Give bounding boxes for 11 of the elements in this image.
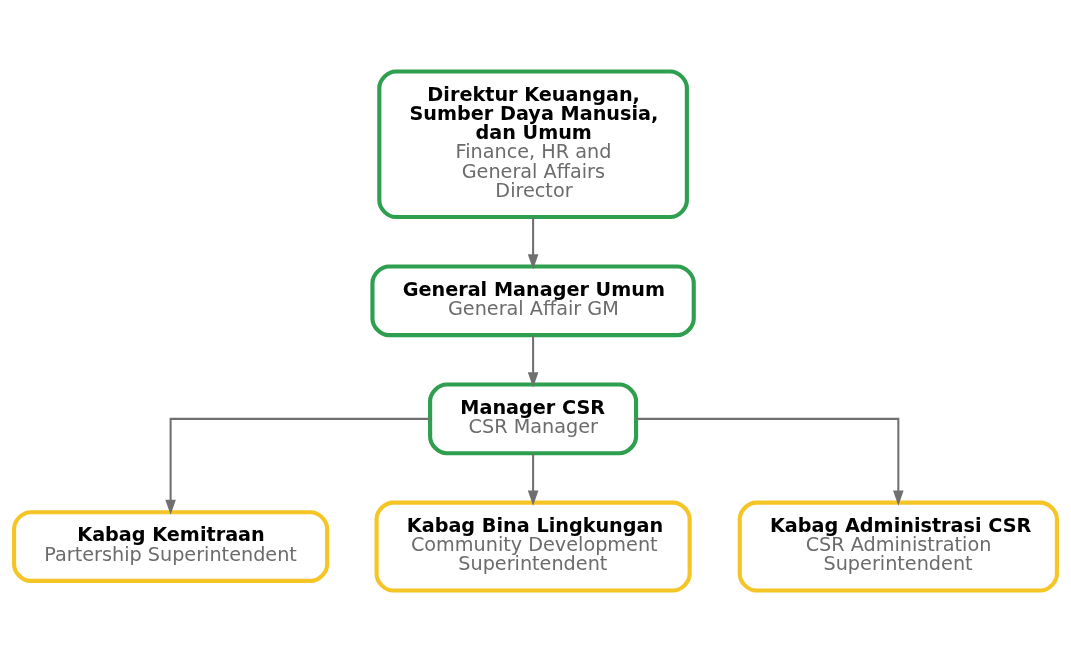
node-box: Direktur Keuangan, Sumber Daya Manusia, dan Umum Finance, HR and General Affairs Director xyxy=(377,69,689,220)
node-box: Kabag Administrasi CSR CSR Administration Superintendent xyxy=(737,500,1059,593)
node-box: Kabag Bina Lingkungan Community Development Superintendent xyxy=(374,500,692,593)
arrow xyxy=(527,335,539,388)
arrow xyxy=(527,453,539,506)
arrow xyxy=(165,417,430,515)
node-box: Manager CSR CSR Manager xyxy=(428,382,639,456)
arrow xyxy=(636,417,904,506)
node-box: Kabag Kemitraan Partership Superintendent xyxy=(12,510,330,583)
node-box: General Manager Umum General Affair GM xyxy=(370,264,696,338)
arrow xyxy=(527,217,539,270)
